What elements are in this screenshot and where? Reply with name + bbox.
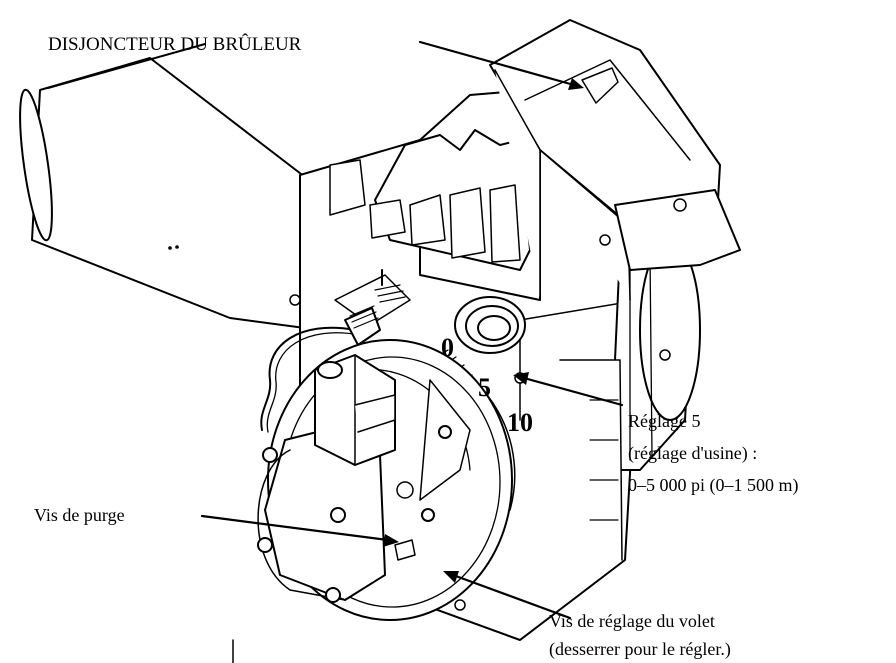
setting-label-line3: 0–5 000 pi (0–1 500 m) bbox=[628, 475, 799, 495]
arrow-setting bbox=[522, 376, 624, 407]
breaker-label: DISJONCTEUR DU BRÛLEUR bbox=[48, 34, 302, 55]
air-tube bbox=[19, 43, 336, 331]
setting-label-line1: Réglage 5 bbox=[628, 411, 701, 431]
shutter-screw-label-line2: (desserrer pour le régler.) bbox=[549, 639, 731, 659]
top-control-box bbox=[369, 89, 541, 301]
housing-screws bbox=[289, 234, 671, 611]
leader-arrows bbox=[200, 40, 624, 663]
purge-screw-label: Vis de purge bbox=[34, 505, 125, 525]
arrow-shutter bbox=[451, 573, 572, 620]
scale-mark-5: 5 bbox=[478, 373, 491, 402]
scale-mark-0: 0 bbox=[441, 333, 454, 362]
arrow-breaker bbox=[418, 40, 576, 87]
arrow-purge bbox=[200, 514, 390, 542]
shutter-screw-label-line1: Vis de réglage du volet bbox=[549, 611, 715, 631]
scale-mark-10: 10 bbox=[507, 408, 533, 437]
breaker-housing bbox=[489, 19, 741, 301]
oil-line bbox=[260, 305, 381, 433]
setting-label-line2: (réglage d'usine) : bbox=[628, 443, 758, 463]
sight-port bbox=[454, 296, 526, 354]
solenoid-valve bbox=[314, 354, 396, 466]
